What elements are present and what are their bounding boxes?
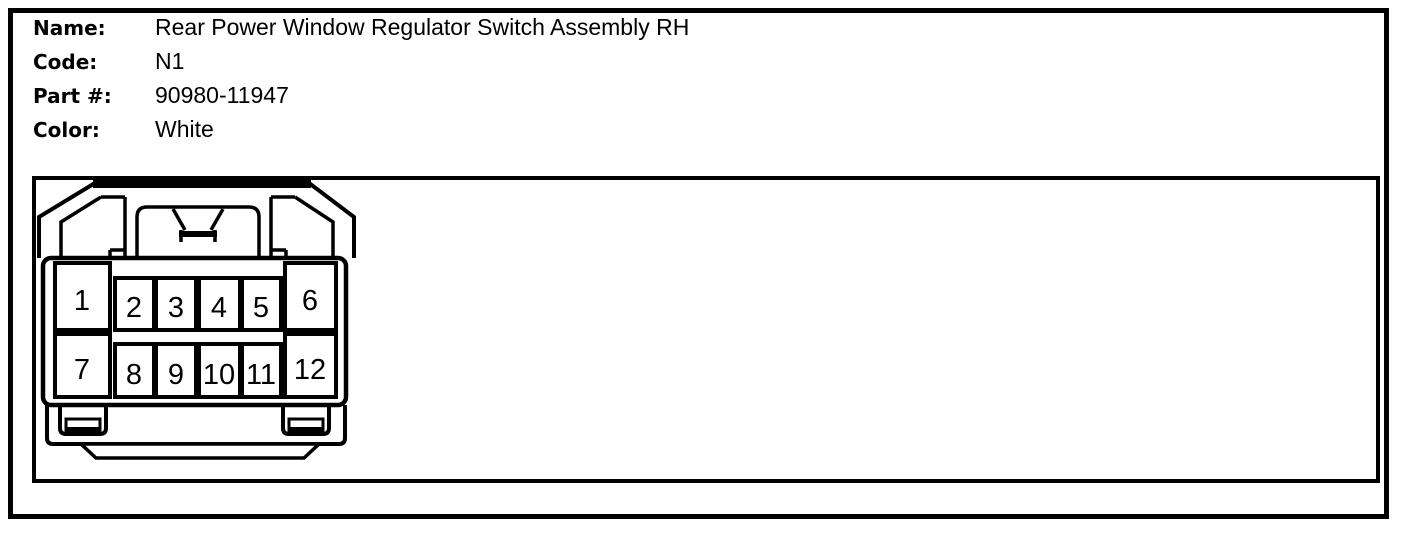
pin-label-1: 1 <box>74 285 90 317</box>
pin-box-8 <box>113 342 156 399</box>
pin-label-3: 3 <box>168 292 184 324</box>
pin-box-3 <box>154 276 198 332</box>
pin-label-9: 9 <box>168 359 184 391</box>
pin-label-7: 7 <box>74 354 90 386</box>
field-value-part-number: 90980-11947 <box>155 82 289 108</box>
pin-box-11 <box>240 342 283 399</box>
field-row-color: Color: White <box>33 116 689 150</box>
pin-label-5: 5 <box>253 292 269 324</box>
pin-box-9 <box>154 342 198 399</box>
pin-label-4: 4 <box>211 292 227 324</box>
pin-box-1 <box>53 261 112 332</box>
field-value-color: White <box>155 116 214 142</box>
connector-latch <box>123 197 273 258</box>
pin-box-4 <box>197 276 242 332</box>
field-value-code: N1 <box>155 48 185 74</box>
pin-label-12: 12 <box>294 354 326 386</box>
pin-numbers: 1 2 3 4 5 6 7 8 9 10 11 12 <box>74 285 326 391</box>
field-label-name: Name: <box>33 16 106 40</box>
field-row-part-number: Part #: 90980-11947 <box>33 82 689 116</box>
connector-info-header: Name: Rear Power Window Regulator Switch… <box>33 14 689 150</box>
pin-label-8: 8 <box>126 359 142 391</box>
pin-box-5 <box>240 276 283 332</box>
pin-box-10 <box>197 342 242 399</box>
field-value-name: Rear Power Window Regulator Switch Assem… <box>155 14 690 40</box>
connector-top-cap <box>37 178 356 258</box>
pin-label-10: 10 <box>203 359 235 391</box>
field-label-code: Code: <box>33 50 98 74</box>
field-row-name: Name: Rear Power Window Regulator Switch… <box>33 14 689 48</box>
field-row-code: Code: N1 <box>33 48 689 82</box>
field-label-part-number: Part #: <box>33 84 112 108</box>
pin-box-7 <box>53 332 112 399</box>
pin-box-2 <box>113 276 156 332</box>
connector-diagram: 1 2 3 4 5 6 7 8 9 10 11 12 <box>37 178 356 460</box>
field-label-color: Color: <box>33 118 100 142</box>
pin-label-2: 2 <box>126 292 142 324</box>
connector-base <box>45 405 347 460</box>
connector-pins <box>53 261 338 399</box>
pin-box-12 <box>283 332 338 399</box>
pin-box-6 <box>283 261 338 332</box>
pin-label-6: 6 <box>302 285 318 317</box>
pin-label-11: 11 <box>246 359 276 391</box>
